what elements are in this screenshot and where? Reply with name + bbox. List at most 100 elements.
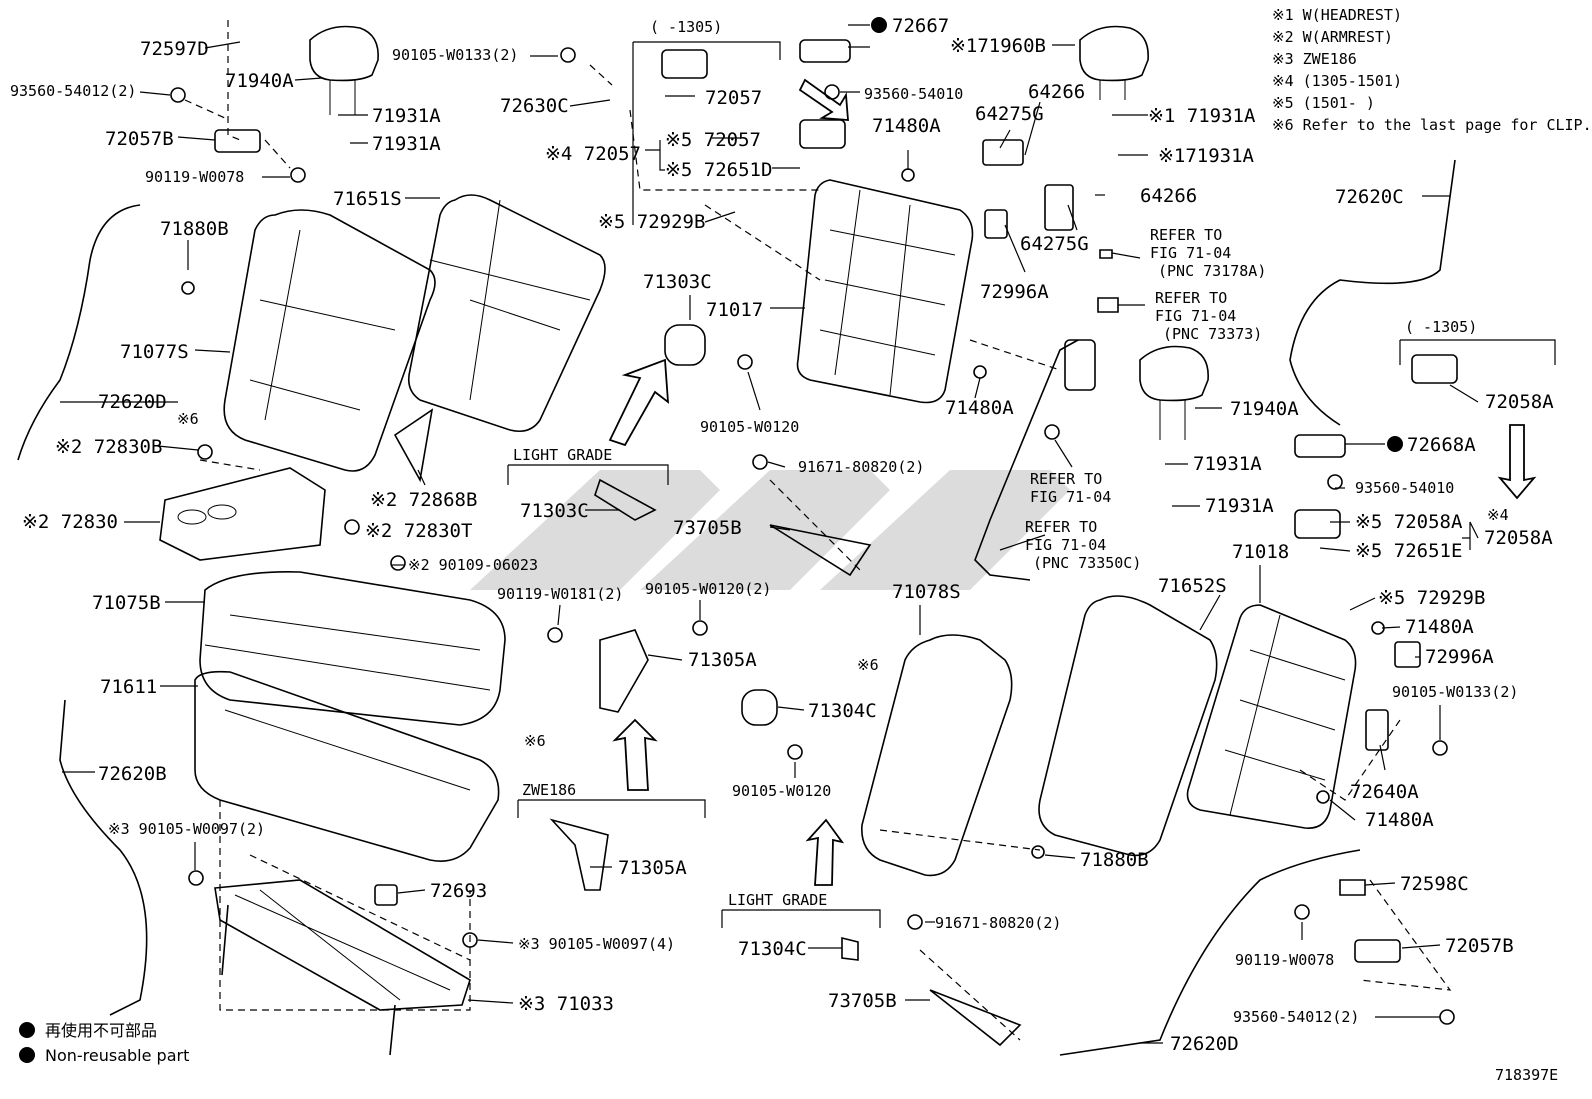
label-71033: ※3 71033 xyxy=(518,993,614,1015)
headrest-71940A-right xyxy=(1139,345,1209,440)
label-90105-W0097-2: ※3 90105-W0097(2) xyxy=(108,820,265,838)
cushion-frame-71033 xyxy=(214,879,471,1056)
label-91671-80820-b: 91671-80820(2) xyxy=(935,914,1061,932)
label-71651S: 71651S xyxy=(333,188,402,210)
label-71305A-a: 71305A xyxy=(688,649,757,671)
ref2-line2: FIG 71-04 xyxy=(1155,307,1236,325)
label-72598C: 72598C xyxy=(1400,873,1469,895)
label-93560-54010-a: 93560-54010 xyxy=(864,85,963,103)
part-labels: 72597D 93560-54012(2) 71940A 90105-W0133… xyxy=(10,15,1554,1055)
label-72620C: 72620C xyxy=(1335,186,1404,208)
seat-frame-71018 xyxy=(1186,604,1357,829)
clip-note-b: ※6 xyxy=(857,656,879,674)
label-72996A-b: 72996A xyxy=(1425,646,1494,668)
label-71304C-b: 71304C xyxy=(738,938,807,960)
label-71931A-2: 71931A xyxy=(372,133,441,155)
seatback-cover-71077S xyxy=(223,209,436,472)
label-93560-54012-a: 93560-54012(2) xyxy=(10,82,136,100)
note-5: ※5 (1501- ) xyxy=(1272,94,1375,112)
label-90105-W0133-b: 90105-W0133(2) xyxy=(1392,683,1518,701)
fasteners xyxy=(170,47,1455,1025)
ref3-line2: FIG 71-04 xyxy=(1030,488,1111,506)
label-71078S: 71078S xyxy=(892,581,961,603)
label-72630C: 72630C xyxy=(500,95,569,117)
label-71480A-d: 71480A xyxy=(1365,809,1434,831)
note-2: ※2 W(ARMREST) xyxy=(1272,28,1393,46)
label-72830: ※2 72830 xyxy=(22,511,118,533)
ref1-line3: (PNC 73178A) xyxy=(1158,262,1266,280)
label-72996A-a: 72996A xyxy=(980,281,1049,303)
label-90109-06023: ※2 90109-06023 xyxy=(408,556,538,574)
label-71880B-b: 71880B xyxy=(1080,849,1149,871)
diagram-id: 718397E xyxy=(1495,1066,1558,1084)
label-90105-W0120-b: 90105-W0120 xyxy=(732,782,831,800)
label-72640A: 72640A xyxy=(1350,781,1419,803)
release-cables xyxy=(17,159,1456,1056)
armrest-72830 xyxy=(159,467,326,561)
label-71018: 71018 xyxy=(1232,541,1289,563)
headrest-71960B xyxy=(1079,25,1149,100)
ref4-line2: FIG 71-04 xyxy=(1025,536,1106,554)
light-grade-label-2: LIGHT GRADE xyxy=(728,891,827,909)
seat-cushion-pad-71611 xyxy=(194,670,500,862)
label-71931A-s1a: ※1 71931A xyxy=(1148,105,1256,127)
seatbelt-assembly xyxy=(974,339,1096,581)
note-6: ※6 Refer to the last page for CLIP. xyxy=(1272,116,1592,134)
label-72620D-a: 72620D xyxy=(98,391,167,413)
notes-block: ※1 W(HEADREST) ※2 W(ARMREST) ※3 ZWE186 ※… xyxy=(1272,6,1592,134)
label-72651D: ※5 72651D xyxy=(665,159,772,181)
label-71017: 71017 xyxy=(706,299,763,321)
ref2-line3: (PNC 73373) xyxy=(1163,325,1262,343)
label-71480A-c: 71480A xyxy=(1405,616,1474,638)
seatback-pad-71651S xyxy=(407,194,606,433)
non-reusable-markers xyxy=(19,17,1403,1063)
seatback-pad-71652S xyxy=(1038,595,1218,857)
label-71303C-b: 71303C xyxy=(520,500,589,522)
ref1-line1: REFER TO xyxy=(1150,226,1222,244)
label-71931A-4: 71931A xyxy=(1205,495,1274,517)
label-73705B-a: 73705B xyxy=(673,517,742,539)
label-71303C: 71303C xyxy=(643,271,712,293)
label-72057-s4: ※4 72057 xyxy=(545,143,641,165)
label-71075B: 71075B xyxy=(92,592,161,614)
label-71611: 71611 xyxy=(100,676,157,698)
clip-note-a: ※6 xyxy=(177,410,199,428)
range-label-right: ( -1305) xyxy=(1405,318,1477,336)
label-71077S: 71077S xyxy=(120,341,189,363)
ref3-line1: REFER TO xyxy=(1030,470,1102,488)
ref4-line3: (PNC 73350C) xyxy=(1033,554,1141,572)
label-72057-s5: ※5 72057 xyxy=(665,129,761,151)
label-93560-54012-b: 93560-54012(2) xyxy=(1233,1008,1359,1026)
label-72620B: 72620B xyxy=(98,763,167,785)
label-91671-80820-a: 91671-80820(2) xyxy=(798,458,924,476)
label-90119-W0078-a: 90119-W0078 xyxy=(145,168,244,186)
note-4: ※4 (1305-1501) xyxy=(1272,72,1402,90)
seat-frame-71017 xyxy=(796,179,974,404)
label-72058A-top: 72058A xyxy=(1485,391,1554,413)
label-90105-W0120-2: 90105-W0120(2) xyxy=(645,580,771,598)
ref2-line1: REFER TO xyxy=(1155,289,1227,307)
label-71931A-1: 71931A xyxy=(372,105,441,127)
label-90119-W0181: 90119-W0181(2) xyxy=(497,585,623,603)
label-71960B: ※171960B xyxy=(950,35,1046,57)
clip-note-c: ※6 xyxy=(524,732,546,750)
seat-cushion-cover-71075B xyxy=(199,571,506,726)
note-3: ※3 ZWE186 xyxy=(1272,50,1357,68)
leader-lines xyxy=(60,24,1479,1044)
label-72057B-b: 72057B xyxy=(1445,935,1514,957)
label-72830T: ※2 72830T xyxy=(365,520,472,542)
assembly-arrows xyxy=(608,78,1537,886)
note-s4-right: ※4 xyxy=(1487,506,1509,524)
label-71940A-a: 71940A xyxy=(225,70,294,92)
label-90105-W0133-a: 90105-W0133(2) xyxy=(392,46,518,64)
ref4-line1: REFER TO xyxy=(1025,518,1097,536)
label-71931A-3: 71931A xyxy=(1193,453,1262,475)
label-64266-a: 64266 xyxy=(1028,81,1085,103)
label-71480A-b: 71480A xyxy=(945,397,1014,419)
label-72693: 72693 xyxy=(430,880,487,902)
label-90119-W0078-b: 90119-W0078 xyxy=(1235,951,1334,969)
note-1: ※1 W(HEADREST) xyxy=(1272,6,1402,24)
label-71880B-a: 71880B xyxy=(160,218,229,240)
zwe186-label: ZWE186 xyxy=(522,781,576,799)
label-90105-W0097-4: ※3 90105-W0097(4) xyxy=(518,935,675,953)
